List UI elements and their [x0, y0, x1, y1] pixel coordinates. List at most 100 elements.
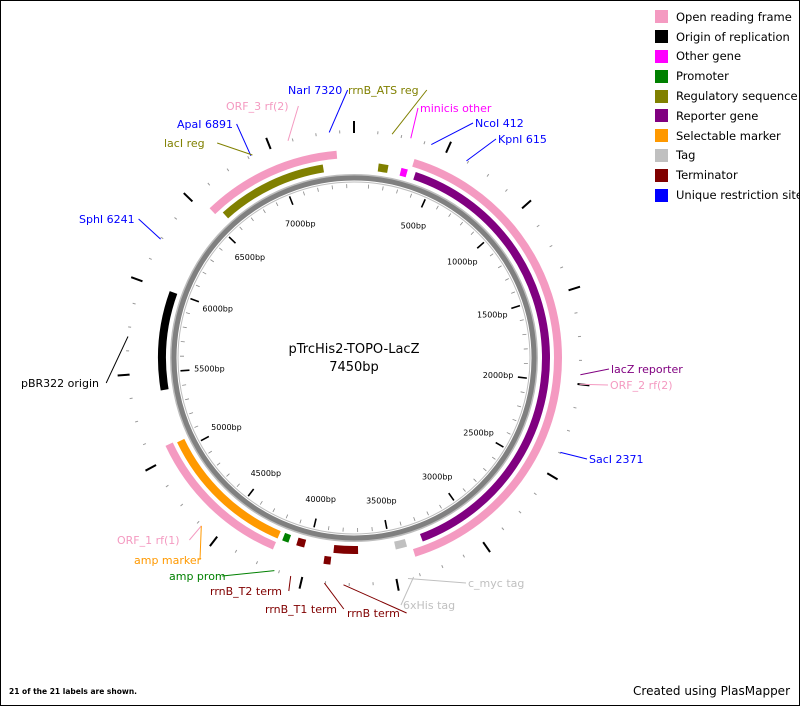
ruler-layer: 500bp1000bp1500bp2000bp2500bp3000bp3500b… — [117, 121, 590, 591]
legend-swatch — [655, 148, 668, 162]
ruler-tick — [219, 247, 223, 251]
ruler-tick — [185, 312, 190, 315]
outer-scale-tick — [234, 549, 238, 553]
ruler-tick — [288, 196, 294, 206]
callout-leader — [328, 89, 349, 133]
ruler-tick — [505, 278, 509, 281]
plasmid-size: 7450bp — [329, 360, 379, 375]
callout-leader — [410, 107, 419, 139]
legend-item: Unique restriction site — [655, 185, 799, 205]
legend-label: Terminator — [676, 168, 738, 183]
outer-scale-tick — [573, 406, 577, 409]
outer-scale-tick — [558, 451, 562, 454]
legend-swatch — [655, 188, 668, 202]
feature-label: 6xHis tag — [403, 599, 455, 612]
outer-scale-tick — [486, 173, 490, 177]
ruler-label: 1500bp — [477, 310, 508, 319]
outer-scale-tick — [183, 192, 194, 203]
outer-scale-tick — [566, 429, 571, 432]
ruler-tick — [182, 326, 187, 329]
ruler-label: 6000bp — [202, 305, 233, 314]
outer-scale-tick — [423, 141, 426, 145]
feature-arc-other_gene — [399, 167, 408, 178]
outer-scale-tick — [400, 134, 403, 139]
feature-label: SacI 2371 — [589, 453, 644, 466]
ruler-label: 4000bp — [305, 495, 336, 504]
outer-scale-tick — [536, 224, 540, 228]
callout-leader — [138, 218, 161, 240]
feature-label: ORF_1 rf(1) — [117, 534, 180, 547]
callout-leader — [222, 570, 275, 577]
ruler-tick — [328, 526, 330, 531]
ruler-tick — [491, 456, 496, 460]
ruler-label: 5500bp — [194, 365, 225, 374]
legend-swatch — [655, 10, 668, 24]
legend-swatch — [655, 69, 668, 83]
ruler-tick — [448, 213, 452, 217]
plasmapper-credit: Created using PlasMapper — [633, 684, 790, 698]
ruler-tick — [439, 504, 442, 509]
outer-scale-tick — [265, 137, 272, 150]
outer-scale-tick — [247, 156, 250, 160]
callout-leader — [407, 578, 467, 584]
ruler-tick — [396, 189, 398, 194]
ruler-tick — [331, 185, 333, 190]
feature-label: NcoI 412 — [475, 117, 524, 130]
legend-swatch — [655, 109, 668, 123]
ruler-tick — [250, 217, 254, 222]
feature-arc-regulatory — [222, 164, 325, 219]
feature-label: rrnB_T2 term — [210, 585, 282, 598]
outer-scale-tick — [574, 312, 578, 314]
legend-item: Tag — [655, 146, 799, 166]
ruler-tick — [520, 391, 525, 394]
callout-leader — [343, 584, 407, 614]
ruler-tick — [190, 297, 200, 303]
ruler-tick — [236, 483, 240, 488]
outer-scale-tick — [533, 492, 537, 496]
outer-scale-tick — [395, 578, 400, 591]
ruler-tick — [200, 435, 210, 442]
feature-label: rrnB_T1 term — [265, 603, 337, 616]
ruler-tick — [272, 508, 276, 513]
outer-scale-tick — [466, 160, 470, 164]
feature-arc-terminator — [296, 537, 307, 548]
ruler-tick — [512, 418, 517, 422]
ruler-tick — [382, 186, 384, 191]
ruler-tick — [226, 473, 230, 477]
ruler-tick — [420, 198, 426, 208]
legend-item: Open reading frame — [655, 7, 799, 27]
outer-scale-tick — [521, 199, 532, 210]
callout-leader — [199, 525, 202, 561]
ruler-label: 2500bp — [463, 428, 494, 437]
legend-swatch — [655, 129, 668, 143]
ruler-tick — [495, 441, 504, 448]
callout-leader — [288, 575, 292, 592]
outer-scale-tick — [180, 503, 184, 507]
legend-swatch — [655, 30, 668, 44]
feature-label: amp prom — [169, 570, 226, 583]
legend-item: Regulatory sequence — [655, 86, 799, 106]
ruler-tick — [522, 333, 527, 336]
legend-label: Other gene — [676, 49, 742, 64]
feature-label: minicis other — [420, 102, 492, 115]
outer-scale-tick — [160, 236, 164, 240]
outer-scale-tick — [441, 564, 444, 569]
ruler-tick — [489, 253, 494, 257]
callout-leader — [189, 525, 202, 541]
feature-arc-reporter — [413, 171, 550, 542]
legend-item: Other gene — [655, 47, 799, 67]
outer-scale-tick — [142, 443, 147, 446]
ruler-label: 4500bp — [251, 469, 282, 478]
ruler-tick — [473, 478, 477, 482]
feature-label: c_myc tag — [468, 577, 524, 590]
ruler-tick — [313, 518, 317, 528]
ruler-tick — [239, 226, 243, 231]
legend-label: Origin of replication — [676, 29, 790, 44]
ruler-label: 3000bp — [422, 473, 453, 482]
feature-arc-orf — [412, 158, 562, 557]
ruler-tick — [317, 187, 319, 192]
ruler-tick — [275, 202, 279, 207]
callout-leader — [560, 451, 588, 460]
feature-label: amp marker — [134, 554, 202, 567]
